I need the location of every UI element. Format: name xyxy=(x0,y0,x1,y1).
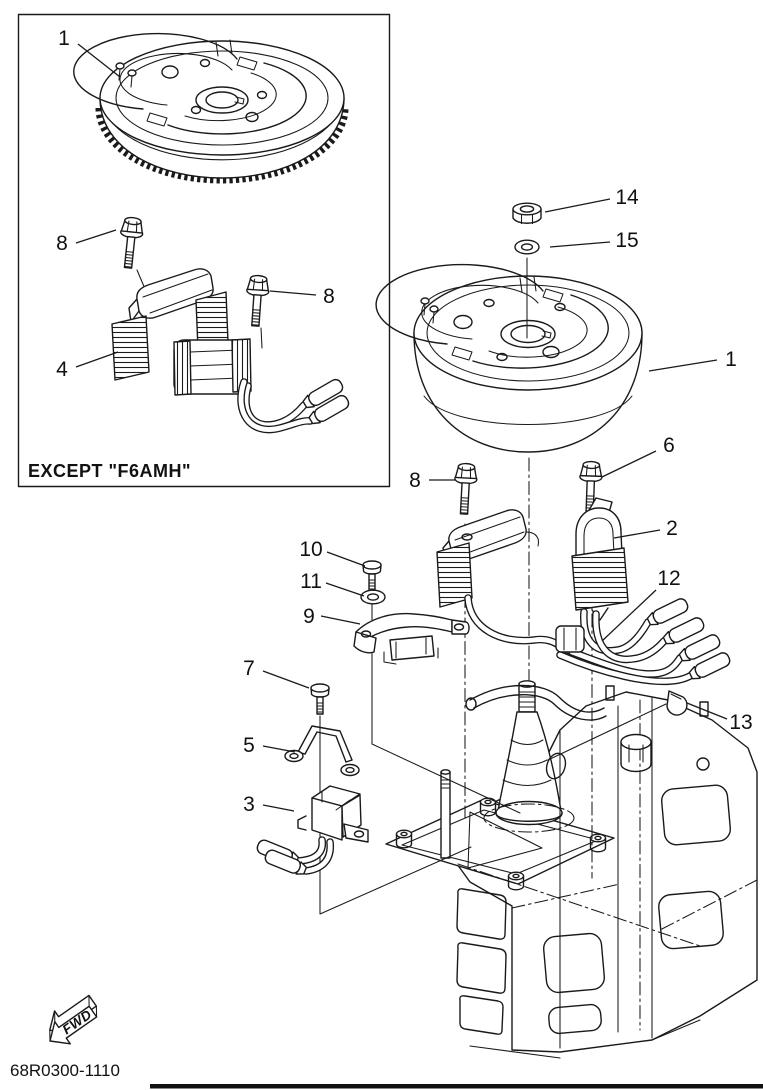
stud-post xyxy=(440,769,451,859)
callout-leader-1-6 xyxy=(648,359,718,372)
callout-leader-1-0 xyxy=(77,43,121,78)
callout-leader-9-12 xyxy=(320,615,361,625)
strap-bracket-5 xyxy=(284,725,360,777)
spark-plug-boss xyxy=(620,733,652,773)
charge-coil-4 xyxy=(436,509,539,608)
callout-leader-7-14 xyxy=(262,670,310,689)
bolt-7 xyxy=(310,683,330,715)
callout-leader-13-17 xyxy=(686,702,728,720)
engine-block xyxy=(385,680,758,1059)
callout-label-8-1: 8 xyxy=(56,232,68,255)
inset-coil-assembly xyxy=(111,268,352,434)
inset-border xyxy=(17,13,391,488)
callout-label-12-13: 12 xyxy=(657,567,680,590)
inset-bolt-8-left xyxy=(116,215,145,270)
callout-label-11-11: 11 xyxy=(300,570,322,593)
callout-leader-14-4 xyxy=(544,198,611,213)
callout-label-6-7: 6 xyxy=(663,434,675,457)
flywheel-side-lugs xyxy=(420,297,439,324)
clamp-bracket-9 xyxy=(353,612,470,665)
bolt-8-main xyxy=(452,462,479,516)
callout-leader-10-10 xyxy=(326,551,366,567)
pulser-coil-3 xyxy=(254,785,369,878)
inset-bolt-8-right xyxy=(243,274,271,328)
callout-label-15-5: 15 xyxy=(615,229,638,252)
main-flywheel xyxy=(375,263,643,453)
callout-leader-2-9 xyxy=(613,529,661,539)
callout-label-9-12: 9 xyxy=(303,605,315,628)
callout-label-14-4: 14 xyxy=(615,186,639,209)
ignition-coil-2 xyxy=(571,497,629,621)
inset-variant-box: EXCEPT "F6AMH" xyxy=(17,13,391,488)
callout-label-7-14: 7 xyxy=(243,657,255,680)
callout-label-5-15: 5 xyxy=(243,734,255,757)
callout-leader-15-5 xyxy=(549,241,611,248)
bottom-rule xyxy=(150,1084,763,1089)
callout-leader-6-7 xyxy=(601,450,657,478)
inset-coil-wires xyxy=(237,378,314,434)
callout-leader-3-16 xyxy=(262,804,295,812)
inset-flywheel-ring-gear xyxy=(73,32,349,184)
callout-leader-8-1 xyxy=(75,229,117,244)
drawing-number: 68R0300-1110 xyxy=(10,1061,120,1080)
wire-grommet xyxy=(555,625,585,653)
inset-caption: EXCEPT "F6AMH" xyxy=(28,461,191,481)
callout-label-13-17: 13 xyxy=(729,711,752,734)
callout-leader-4-3 xyxy=(75,351,119,368)
callout-label-3-16: 3 xyxy=(243,793,255,816)
callout-label-8-2: 8 xyxy=(323,285,335,308)
callout-label-1-6: 1 xyxy=(725,348,737,371)
callout-label-10-10: 10 xyxy=(299,538,322,561)
starter-pawl-pins xyxy=(115,62,137,88)
callout-leader-8-2 xyxy=(269,290,317,296)
breather-hose xyxy=(465,684,607,721)
pulser-wires xyxy=(294,836,334,875)
bolt-10 xyxy=(362,560,382,592)
callout-label-2-9: 2 xyxy=(666,517,678,540)
callout-label-1-0: 1 xyxy=(58,27,70,50)
flywheel-nut-14 xyxy=(512,202,542,225)
wire-harness xyxy=(464,594,733,686)
callout-leader-12-13 xyxy=(601,589,657,642)
woodruff-key-13 xyxy=(666,690,688,716)
flywheel-washer-15 xyxy=(514,239,540,255)
washer-11 xyxy=(360,589,386,605)
callout-leader-11-11 xyxy=(325,582,365,597)
fwd-arrow: FWD xyxy=(49,994,98,1045)
callout-label-8-8: 8 xyxy=(409,469,421,492)
callout-leader-5-15 xyxy=(262,745,296,753)
callout-label-4-3: 4 xyxy=(56,358,68,381)
